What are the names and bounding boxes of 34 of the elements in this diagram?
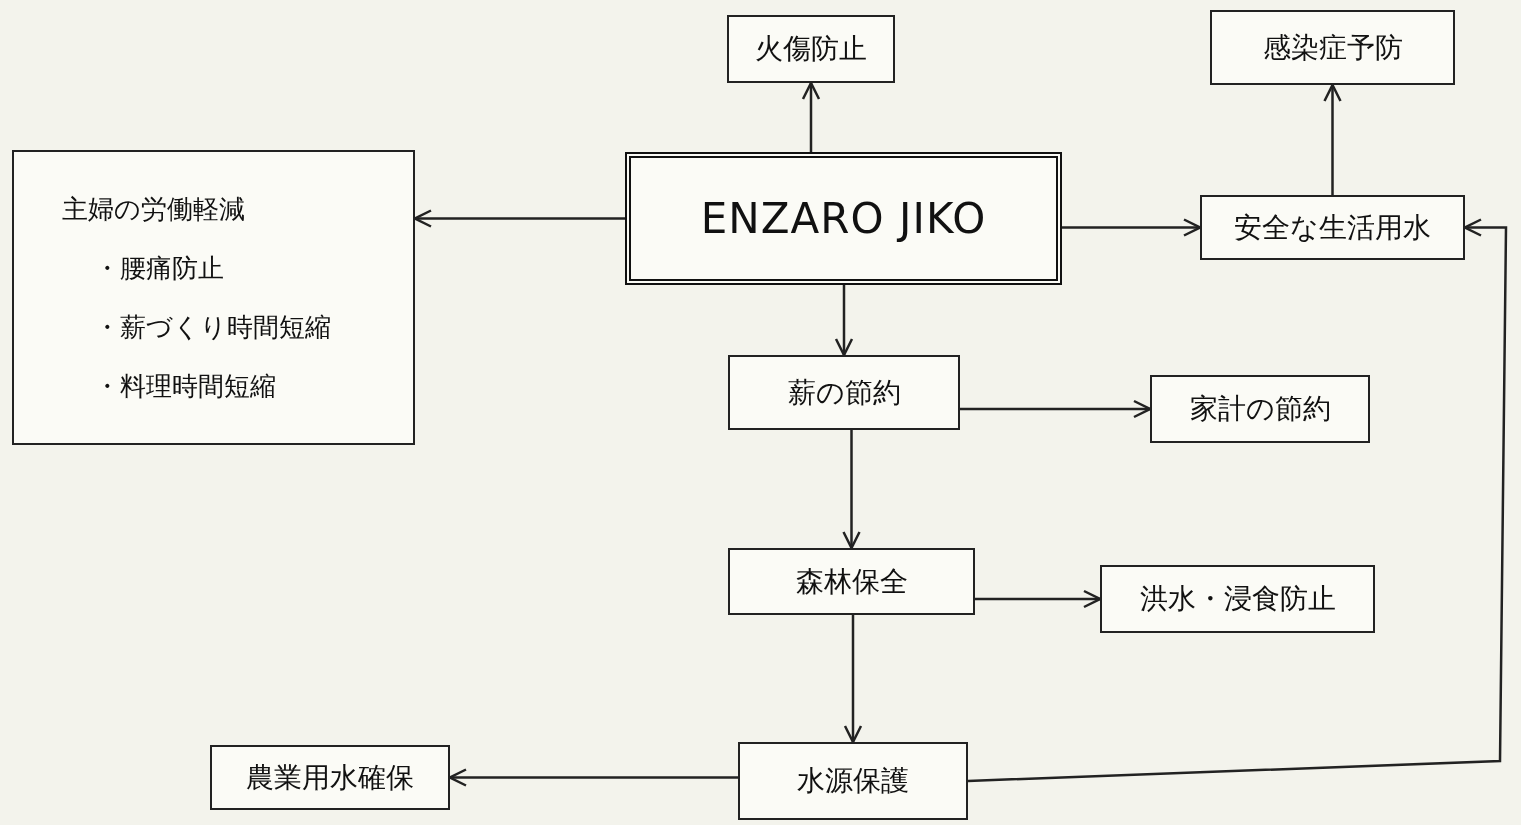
double-border-box	[625, 152, 1062, 285]
box-label: 火傷防止	[754, 31, 868, 67]
arrow	[975, 589, 1102, 609]
arrow	[834, 285, 854, 357]
process-box	[1200, 195, 1465, 260]
arrow	[1062, 218, 1202, 237]
box-label: 森林保全	[794, 563, 909, 600]
box-label: 薪の節約	[786, 374, 902, 411]
box-label: 家計の節約	[1188, 391, 1332, 427]
bullet-item: ・料理時間短縮	[93, 369, 277, 403]
box-label: 安全な生活用水	[1233, 209, 1432, 246]
box-label: 洪水・浸食防止	[1138, 581, 1337, 617]
bullet-item: ・腰痛防止	[93, 251, 225, 285]
process-box	[1150, 375, 1370, 443]
process-box	[727, 15, 895, 83]
box-label: 農業用水確保	[245, 759, 415, 796]
arrow	[843, 615, 863, 744]
arrow	[960, 399, 1152, 419]
box-label: ENZARO JIKO	[700, 193, 987, 245]
process-box	[728, 548, 975, 615]
process-box	[1210, 10, 1455, 85]
box-label: 水源保護	[796, 763, 910, 799]
process-box	[210, 745, 450, 810]
arrow	[801, 81, 821, 152]
box-label: 感染症予防	[1261, 29, 1404, 66]
process-box	[12, 150, 415, 445]
process-box	[728, 355, 960, 430]
process-box	[1100, 565, 1375, 633]
arrow	[842, 430, 861, 550]
process-box	[738, 742, 968, 820]
arrow	[1323, 83, 1342, 195]
arrow	[967, 218, 1508, 783]
bullet-item: ・薪づくり時間短縮	[93, 310, 332, 344]
heading-text: 主婦の労働軽減	[62, 192, 246, 226]
